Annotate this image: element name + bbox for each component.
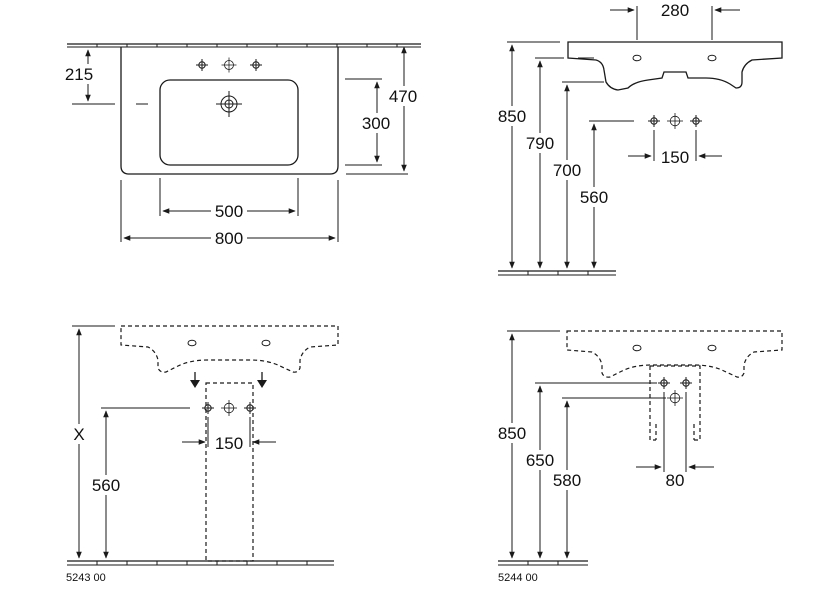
svg-text:80: 80 [666,471,685,490]
water-connection-icons [657,376,693,407]
svg-text:560: 560 [92,476,120,495]
floor-line [498,270,616,276]
svg-text:850: 850 [498,424,526,443]
dimension-800: 800 [120,180,339,248]
water-connection-icons [201,399,257,417]
floor-line [498,560,588,566]
wall-line [67,43,421,48]
article-code: 5244 00 [498,572,538,584]
tap-hole-icons [195,57,263,73]
dimension-150: 150 [628,130,722,167]
basin-profile [567,41,783,91]
svg-text:215: 215 [65,65,93,84]
svg-text:700: 700 [553,161,581,180]
svg-text:560: 560 [580,188,608,207]
svg-text:470: 470 [389,87,417,106]
dimension-790: 790 [522,57,564,269]
svg-text:500: 500 [215,202,243,221]
svg-text:150: 150 [661,148,689,167]
article-code: 5243 00 [66,572,106,584]
tap-hole-right [707,344,717,352]
tap-hole-right [707,54,717,62]
svg-text:300: 300 [362,114,390,133]
pedestal-dashed [205,382,254,562]
dimension-x: X [70,325,115,559]
tap-hole-left [632,344,642,352]
svg-text:X: X [73,425,84,444]
half-pedestal-elevation: 850 650 580 80 5244 00 [494,330,783,584]
dimension-850: 850 [494,41,560,269]
dimension-500: 500 [159,178,299,221]
half-pedestal-dashed [649,365,701,441]
pedestal-elevation: X 560 150 5243 00 [66,325,339,584]
svg-text:280: 280 [661,1,689,20]
basin-profile-dashed [566,330,783,378]
svg-text:850: 850 [498,107,526,126]
floor-line [67,560,334,566]
down-arrow-icons [190,372,267,388]
basin-profile-dashed [120,325,339,373]
svg-text:800: 800 [215,229,243,248]
basin-outline [120,47,339,175]
drain-icon [216,91,242,117]
svg-text:650: 650 [526,451,554,470]
dimension-150: 150 [182,417,276,453]
dimension-700: 700 [549,81,604,269]
bowl-outline [159,79,299,166]
dimension-580: 580 [549,397,666,559]
dimension-560: 560 [88,407,190,559]
dimension-80: 80 [636,392,714,490]
svg-text:790: 790 [526,134,554,153]
dimension-650: 650 [522,382,657,559]
tap-hole-left [187,339,197,347]
front-elevation: 280 850 790 700 560 [494,1,783,276]
dimension-215: 215 [60,49,115,105]
plan-view: 215 470 300 500 [60,43,421,248]
dimension-560: 560 [576,120,634,269]
dimension-470: 470 [346,46,421,175]
dimension-300: 300 [345,78,394,166]
water-connection-icons [647,112,703,130]
tap-hole-right [261,339,271,347]
dimension-850: 850 [494,330,560,559]
svg-text:580: 580 [553,471,581,490]
svg-text:150: 150 [215,434,243,453]
dimension-280: 280 [610,1,740,40]
tap-hole-left [632,54,642,62]
